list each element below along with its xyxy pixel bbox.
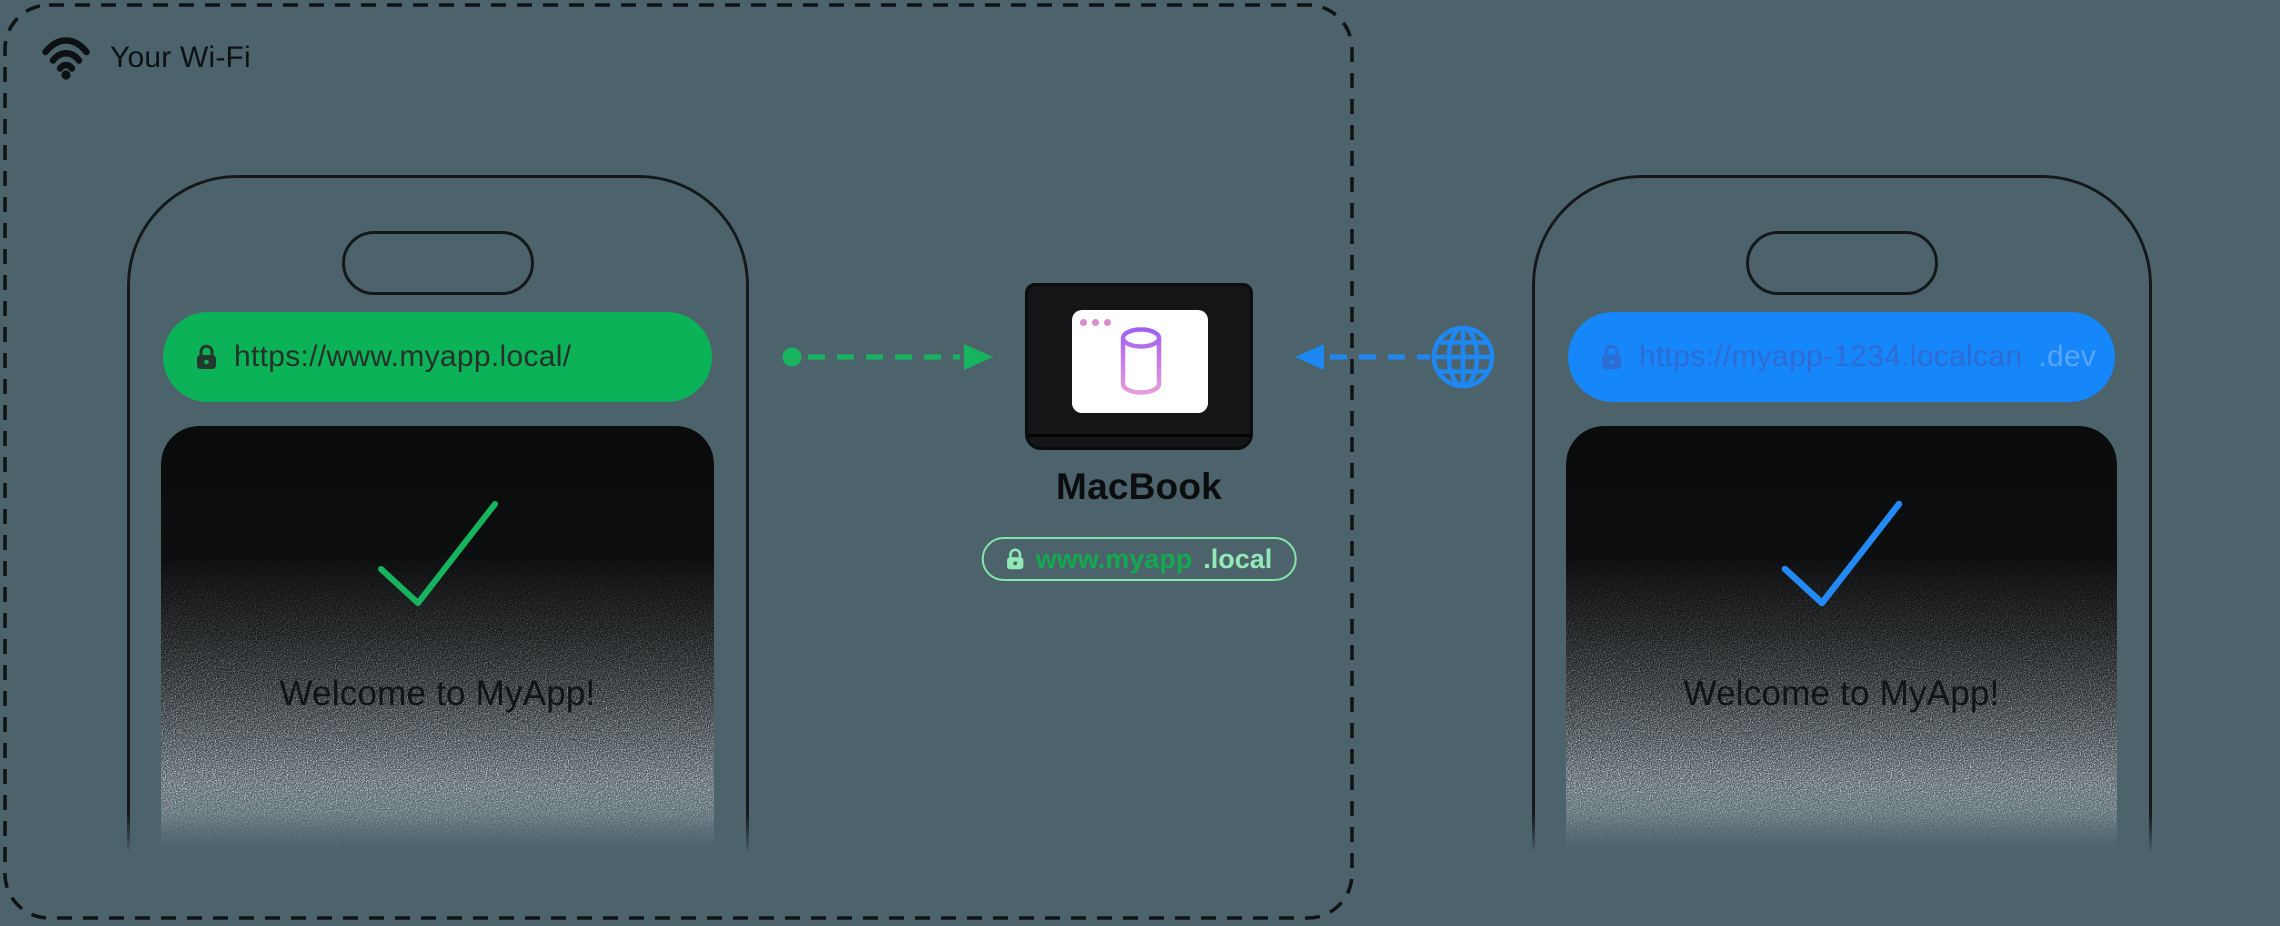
- arrowhead-right: [964, 344, 993, 370]
- grain-texture: [161, 426, 714, 856]
- wifi-zone-header: Your Wi-Fi: [42, 36, 251, 80]
- remote-phone: https://myapp-1234.localcan .dev Welcome …: [1532, 175, 2152, 856]
- window-control-dot: [1104, 319, 1111, 326]
- welcome-message: Welcome to MyApp!: [279, 674, 596, 713]
- grain-texture: [1566, 426, 2117, 856]
- globe-icon: [1431, 325, 1495, 389]
- address-bar: https://www.myapp.local/: [163, 312, 712, 402]
- address-url-tld: .dev: [2038, 340, 2097, 373]
- wifi-icon: [42, 37, 90, 80]
- local-phone: https://www.myapp.local/ Welcome to MyAp…: [127, 175, 749, 856]
- badge-host: www.myapp: [1035, 543, 1193, 574]
- window-control-dot: [1092, 319, 1099, 326]
- phone-notch: [342, 231, 534, 295]
- origin-dot: [782, 347, 802, 367]
- address-url: https://www.myapp.local/: [234, 340, 572, 373]
- lan-connection-arrow: [782, 344, 993, 370]
- badge-tld: .local: [1203, 543, 1273, 574]
- checkmark-icon: [377, 501, 498, 606]
- lock-icon: [197, 344, 216, 369]
- macbook-hinge: [1028, 434, 1250, 437]
- lock-icon: [1602, 344, 1621, 369]
- internet-connection-arrow: [1295, 344, 1430, 370]
- phone-notch: [1746, 231, 1938, 295]
- macbook-label: MacBook: [1056, 466, 1222, 507]
- database-icon: [1120, 327, 1162, 395]
- phone-screen: Welcome to MyApp!: [161, 426, 714, 856]
- secure-domain-badge: www.myapp .local: [981, 537, 1297, 581]
- address-bar: https://myapp-1234.localcan .dev: [1568, 312, 2115, 402]
- macbook-device: [1025, 283, 1253, 450]
- address-url-host: https://myapp-1234.localcan: [1639, 340, 2023, 373]
- checkmark-icon: [1781, 500, 1902, 607]
- window-control-dot: [1080, 319, 1087, 326]
- badge-lock-icon: [1007, 548, 1024, 570]
- phone-screen: Welcome to MyApp!: [1566, 426, 2117, 856]
- browser-window: [1072, 310, 1208, 413]
- welcome-message: Welcome to MyApp!: [1683, 674, 2000, 713]
- arrowhead-left: [1295, 344, 1324, 370]
- wifi-zone-label: Your Wi-Fi: [110, 41, 251, 74]
